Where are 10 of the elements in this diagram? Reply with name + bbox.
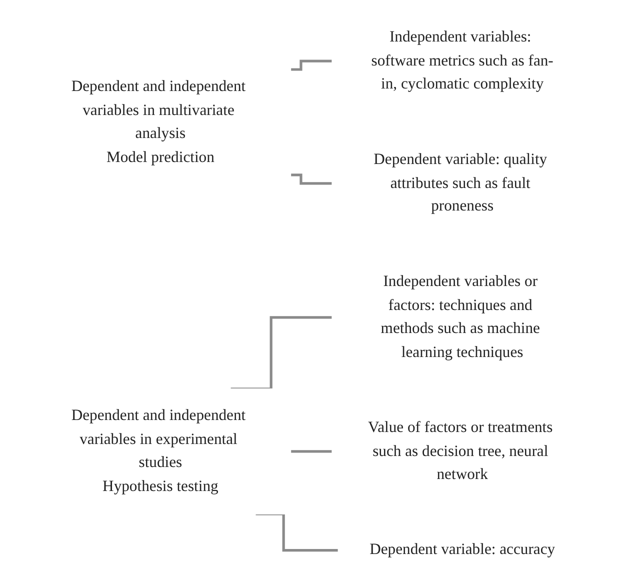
node-text: Dependent variable: quality attributes such as fault proneness: [373, 151, 547, 215]
node-text: Dependent and independent variables in multivariate analysis Model prediction: [70, 78, 246, 166]
node-text: Dependent variable: accuracy: [369, 542, 555, 558]
connector: [255, 512, 338, 552]
connector: [290, 174, 332, 185]
connector: [290, 450, 332, 453]
connector: [290, 60, 332, 71]
node-text: Independent variables or factors: techniques and methods such as machine learning techniques: [380, 274, 540, 361]
node-text: Value of factors or treatments such as decision tree, neural network: [368, 419, 552, 483]
node-text: Independent variables: software metrics such as fan-in, cyclomatic complexity: [370, 29, 553, 93]
